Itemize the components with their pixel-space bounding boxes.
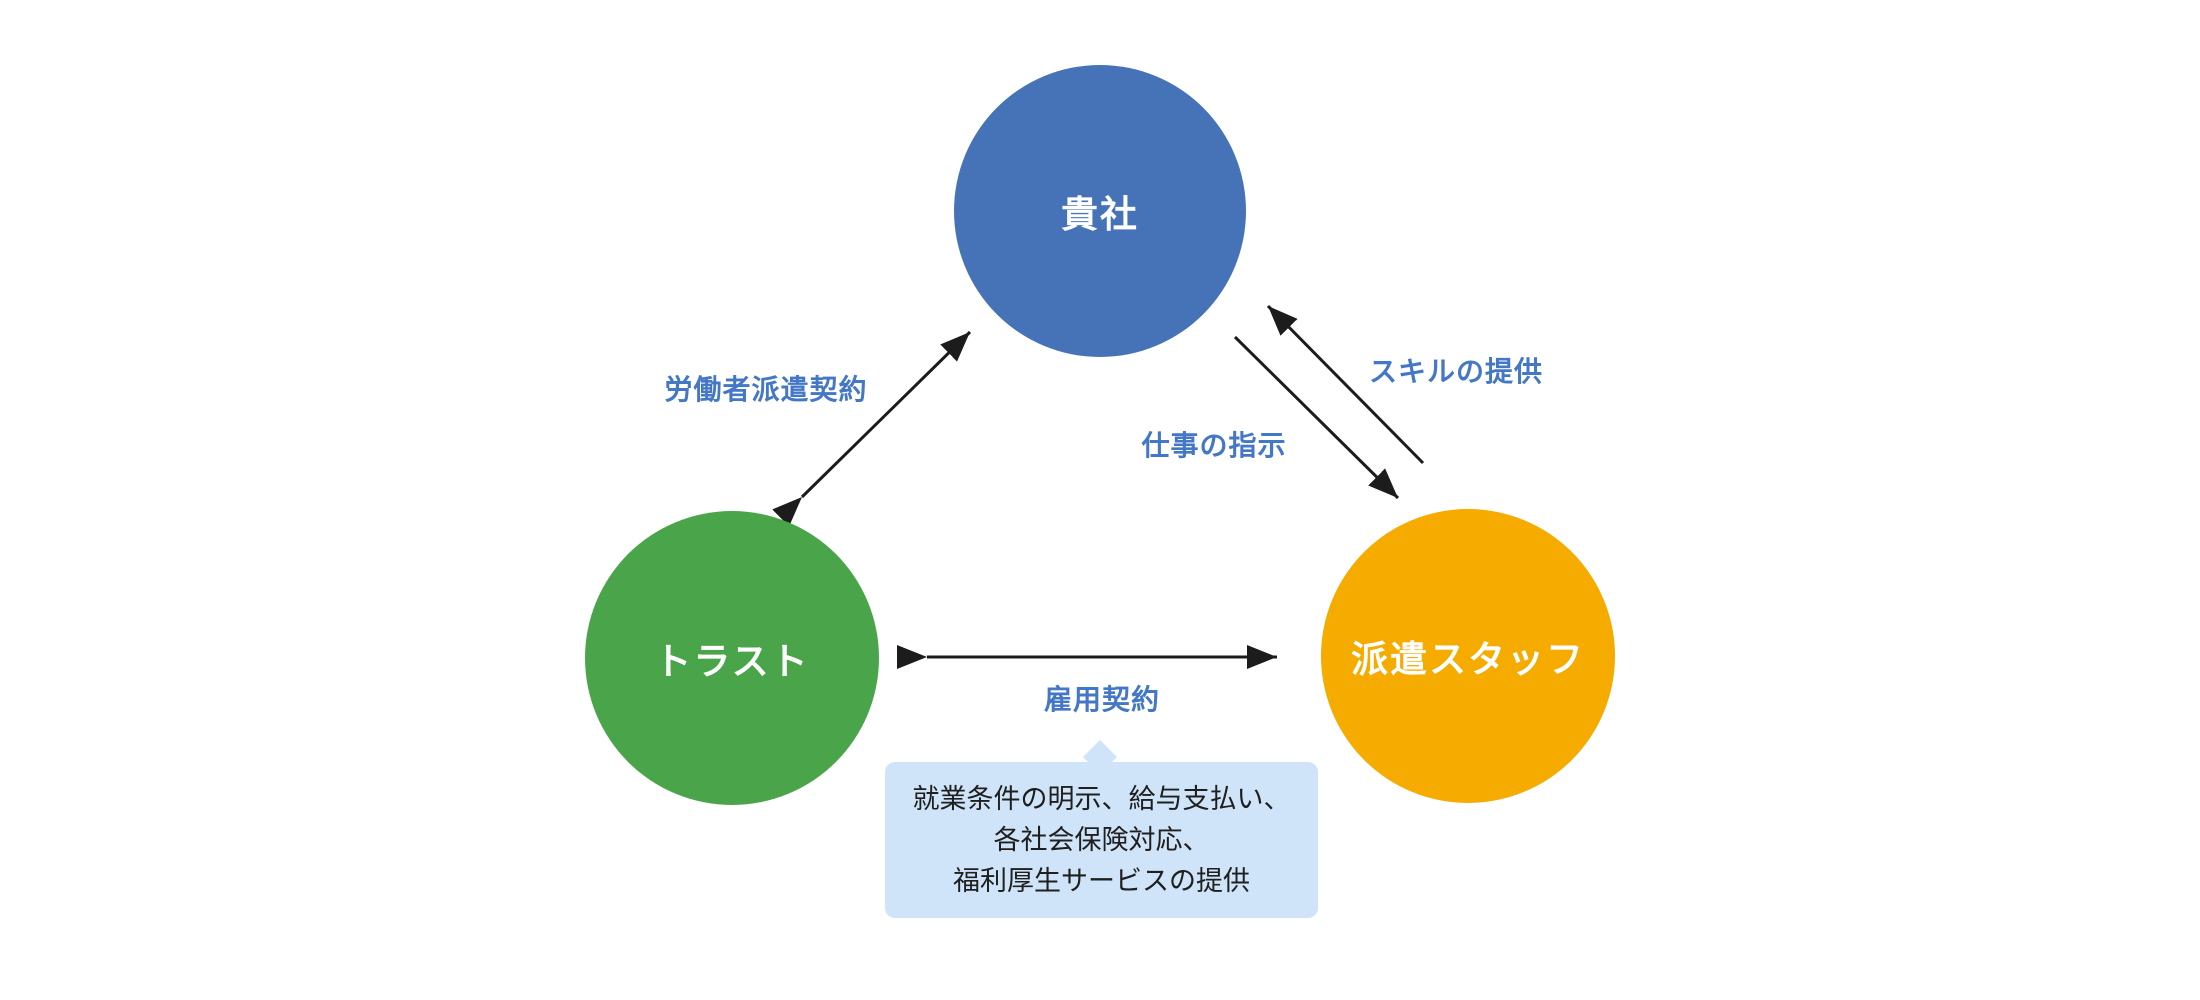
callout-line: 就業条件の明示、給与支払い、 <box>912 783 1291 815</box>
callout-line: 福利厚生サービスの提供 <box>953 865 1250 897</box>
employment-contract-callout: 就業条件の明示、給与支払い、 各社会保険対応、 福利厚生サービスの提供 <box>885 762 1318 918</box>
dispatch-contract-label: 労働者派遣契約 <box>664 373 868 406</box>
work-instruction-label: 仕事の指示 <box>1141 429 1287 462</box>
callout-line: 各社会保険対応、 <box>993 824 1210 856</box>
skill-provision-arrow <box>1266 304 1425 465</box>
node-dispatched-staff-label: 派遣スタッフ <box>1351 638 1585 681</box>
work-instruction-arrow <box>1233 335 1400 500</box>
skill-provision-label: スキルの提供 <box>1368 355 1544 388</box>
node-dispatched-staff: 派遣スタッフ <box>1321 509 1615 803</box>
node-trust-agency-label: トラスト <box>654 640 810 683</box>
node-client-company-label: 貴社 <box>1061 193 1139 236</box>
employment-contract-label: 雇用契約 <box>1043 683 1161 716</box>
node-trust-agency: トラスト <box>585 511 879 805</box>
dispatch-contract-arrow <box>772 330 972 527</box>
node-client-company: 貴社 <box>954 65 1246 357</box>
